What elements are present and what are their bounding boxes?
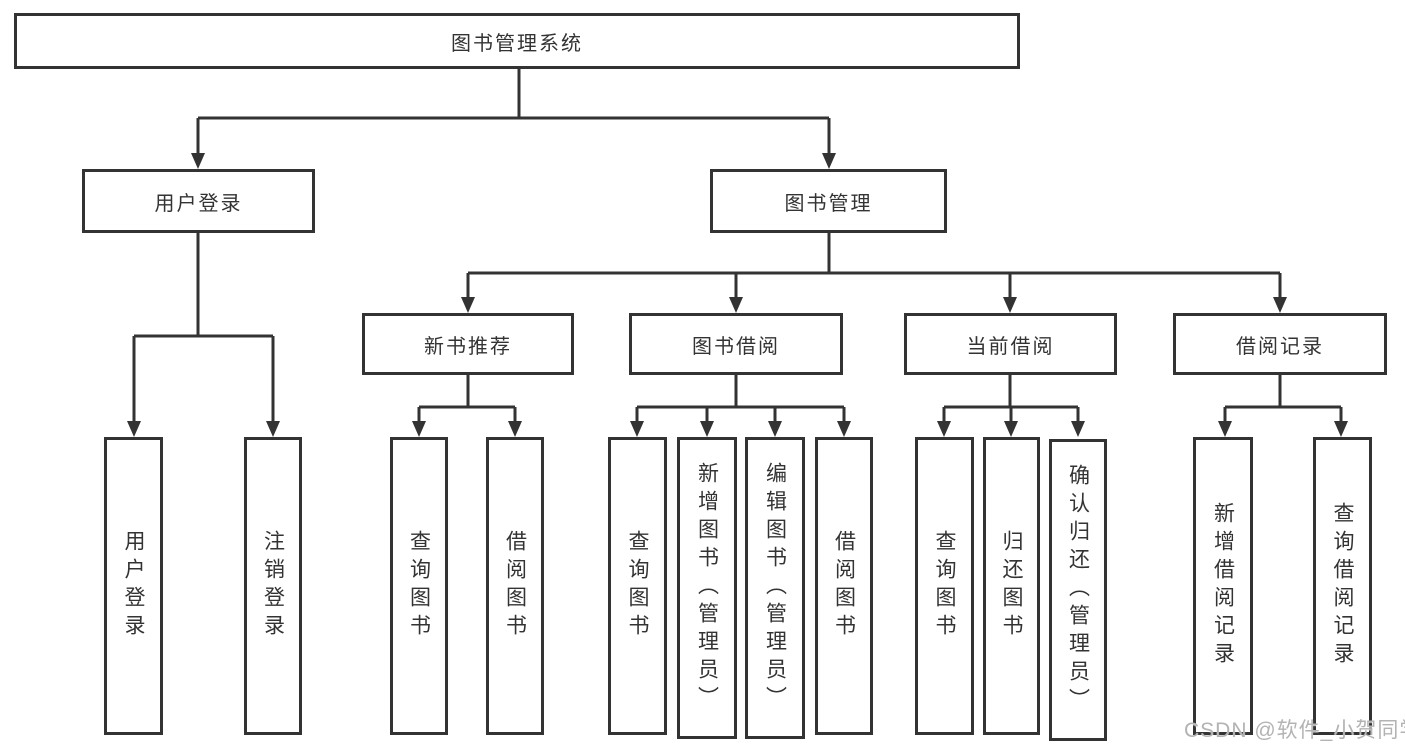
edge-user-login-to-leaves	[127, 233, 280, 437]
leaf-newbook-borrow: 借阅图书	[486, 437, 544, 735]
edge-new-book-to-leaves	[412, 375, 522, 437]
leaf-borrow-add-book-label: 新增图书（管理员）	[695, 462, 719, 714]
leaf-logout-label: 注销登录	[261, 530, 285, 642]
leaf-current-query-label: 查询图书	[933, 530, 956, 642]
leaf-newbook-borrow-label: 借阅图书	[503, 530, 527, 642]
leaf-record-add-label: 新增借阅记录	[1211, 502, 1235, 670]
leaf-record-query-label: 查询借阅记录	[1331, 502, 1354, 670]
edge-book-borrow-to-leaves	[630, 375, 851, 437]
node-current-borrow-label: 当前借阅	[966, 335, 1055, 358]
leaf-current-confirm-return-label: 确认归还（管理员）	[1066, 464, 1090, 716]
edge-book-management-to-level2	[461, 233, 1287, 313]
node-user-login: 用户登录	[82, 169, 315, 233]
node-book-borrow-label: 图书借阅	[692, 335, 780, 358]
leaf-current-query: 查询图书	[915, 437, 974, 735]
csdn-watermark: CSDN @软件_小贺同学	[1184, 719, 1405, 742]
node-borrow-record-label: 借阅记录	[1236, 335, 1324, 358]
leaf-current-return-label: 归还图书	[1000, 530, 1023, 642]
node-borrow-record: 借阅记录	[1173, 313, 1387, 375]
leaf-borrow-query: 查询图书	[608, 437, 667, 735]
leaf-record-add: 新增借阅记录	[1193, 437, 1253, 735]
leaf-borrow-edit-book: 编辑图书（管理员）	[745, 437, 805, 739]
edge-borrow-record-to-leaves	[1218, 375, 1348, 437]
node-root-system: 图书管理系统	[14, 13, 1020, 69]
leaf-borrow-borrow-book: 借阅图书	[815, 437, 873, 735]
leaf-newbook-query: 查询图书	[390, 437, 448, 735]
leaf-borrow-add-book: 新增图书（管理员）	[677, 437, 737, 739]
node-current-borrow: 当前借阅	[904, 313, 1117, 375]
node-user-login-label: 用户登录	[154, 192, 243, 215]
leaf-user-login: 用户登录	[104, 437, 163, 735]
node-root-label: 图书管理系统	[451, 32, 583, 55]
leaf-current-confirm-return: 确认归还（管理员）	[1049, 439, 1107, 741]
leaf-current-return: 归还图书	[983, 437, 1040, 735]
leaf-newbook-query-label: 查询图书	[407, 530, 431, 642]
leaf-logout: 注销登录	[244, 437, 302, 735]
node-book-management: 图书管理	[710, 169, 947, 233]
edge-current-borrow-to-leaves	[937, 375, 1085, 437]
leaf-user-login-label: 用户登录	[122, 530, 145, 642]
leaf-borrow-edit-book-label: 编辑图书（管理员）	[763, 462, 787, 714]
node-new-book-recommend: 新书推荐	[362, 313, 574, 375]
node-book-borrow: 图书借阅	[629, 313, 843, 375]
leaf-borrow-query-label: 查询图书	[626, 530, 649, 642]
node-new-book-recommend-label: 新书推荐	[424, 335, 512, 358]
leaf-borrow-borrow-book-label: 借阅图书	[832, 530, 856, 642]
leaf-record-query: 查询借阅记录	[1313, 437, 1372, 735]
edge-root-to-level1	[191, 69, 836, 169]
node-book-management-label: 图书管理	[784, 192, 873, 215]
